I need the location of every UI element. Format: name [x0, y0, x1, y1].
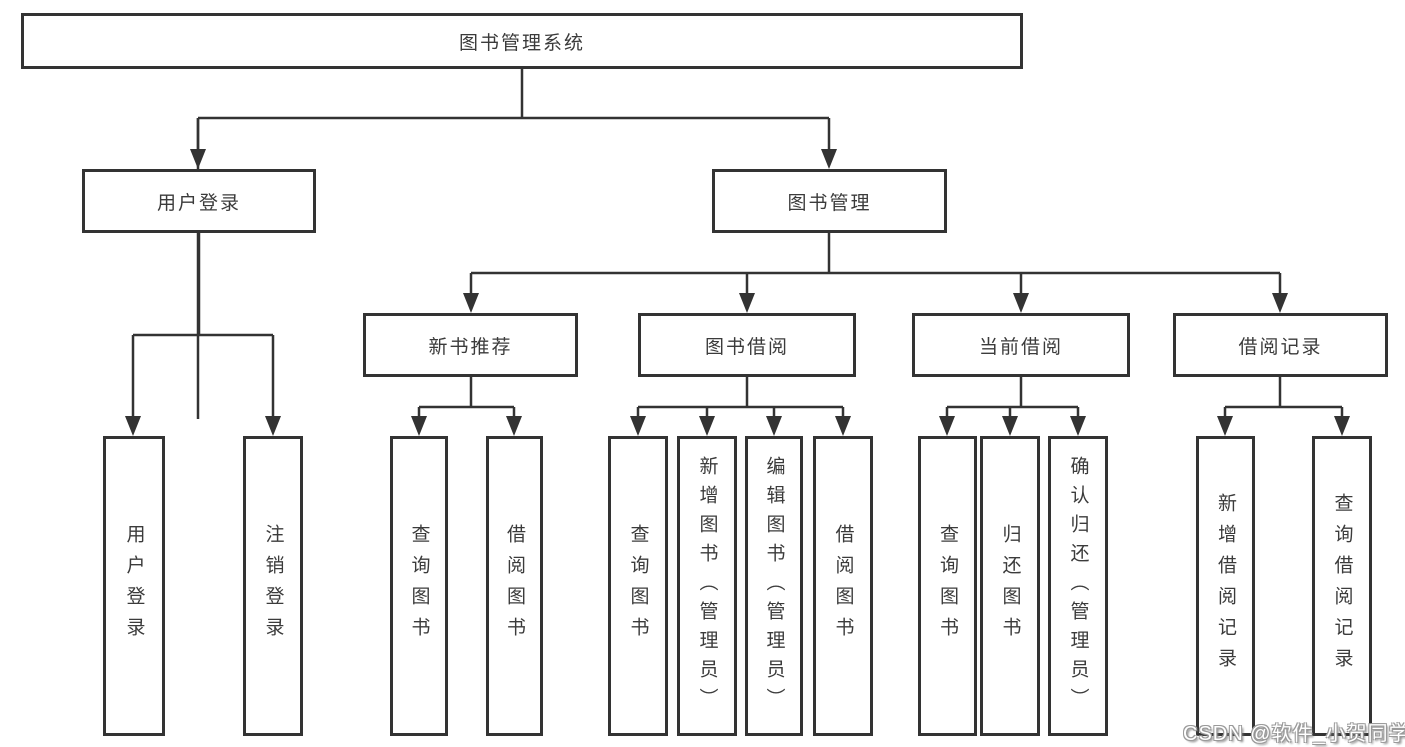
node-borrowing-records-label: 借阅记录 [1238, 336, 1323, 358]
node-borrowing-records: 借阅记录 [1173, 313, 1388, 377]
node-book-borrowing-label: 图书借阅 [704, 336, 789, 358]
node-current-borrowing-label: 当前借阅 [978, 336, 1063, 358]
node-leaf-return-books-label: 归还图书 [999, 524, 1021, 648]
connector-currentborrow-to-leaves [945, 377, 1080, 419]
node-leaf-user-login-label: 用户登录 [123, 524, 145, 648]
node-user-login: 用户登录 [82, 169, 316, 233]
node-leaf-return-books: 归还图书 [980, 436, 1040, 736]
node-leaf-query-borrow-record: 查询借阅记录 [1312, 436, 1372, 736]
connector-bookborrow-to-leaves [636, 377, 845, 419]
node-leaf-confirm-return-admin: 确认归还（管理员） [1048, 436, 1108, 736]
node-leaf-logout-label: 注销登录 [262, 524, 284, 648]
node-leaf-query-books-recommendation-label: 查询图书 [408, 524, 430, 648]
node-leaf-edit-books-admin: 编辑图书（管理员） [745, 436, 803, 736]
node-new-book-recommendation: 新书推荐 [363, 313, 578, 377]
node-leaf-query-books-recommendation: 查询图书 [390, 436, 448, 736]
node-leaf-query-books-borrowing-label: 查询图书 [627, 524, 649, 648]
node-leaf-add-borrow-record: 新增借阅记录 [1196, 436, 1255, 736]
node-book-management-label: 图书管理 [787, 192, 872, 214]
node-leaf-borrow-books-recommendation: 借阅图书 [486, 436, 543, 736]
arrowhead-icons [125, 149, 1350, 436]
node-book-management: 图书管理 [712, 169, 947, 233]
node-leaf-add-books-admin: 新增图书（管理员） [677, 436, 737, 736]
node-leaf-add-borrow-record-label: 新增借阅记录 [1215, 493, 1236, 679]
node-leaf-confirm-return-admin-label: 确认归还（管理员） [1067, 455, 1089, 717]
connector-root-to-level2 [196, 69, 831, 419]
node-leaf-query-books-borrowing: 查询图书 [608, 436, 668, 736]
csdn-watermark: CSDN @软件_小贺同学 [1183, 723, 1405, 745]
node-leaf-edit-books-admin-label: 编辑图书（管理员） [763, 455, 785, 717]
node-leaf-logout: 注销登录 [243, 436, 303, 736]
connector-borrowrecord-to-leaves [1223, 377, 1344, 419]
node-leaf-borrow-books-borrowing: 借阅图书 [813, 436, 873, 736]
connector-bookmgmt-to-level3 [469, 233, 1282, 296]
node-leaf-borrow-books-recommendation-label: 借阅图书 [504, 524, 525, 648]
node-leaf-borrow-books-borrowing-label: 借阅图书 [832, 524, 854, 648]
node-leaf-add-books-admin-label: 新增图书（管理员） [696, 455, 718, 717]
connector-newbookrec-to-leaves [417, 377, 516, 419]
node-user-login-label: 用户登录 [156, 192, 241, 214]
node-root-label: 图书管理系统 [458, 32, 585, 54]
node-leaf-query-books-current: 查询图书 [918, 436, 977, 736]
node-current-borrowing: 当前借阅 [912, 313, 1130, 377]
connector-userlogin-to-leaves [131, 233, 275, 419]
node-root: 图书管理系统 [21, 13, 1023, 69]
node-leaf-query-books-current-label: 查询图书 [937, 524, 958, 648]
node-leaf-query-borrow-record-label: 查询借阅记录 [1331, 493, 1353, 679]
node-new-book-recommendation-label: 新书推荐 [428, 336, 513, 358]
node-leaf-user-login: 用户登录 [103, 436, 165, 736]
node-book-borrowing: 图书借阅 [638, 313, 856, 377]
